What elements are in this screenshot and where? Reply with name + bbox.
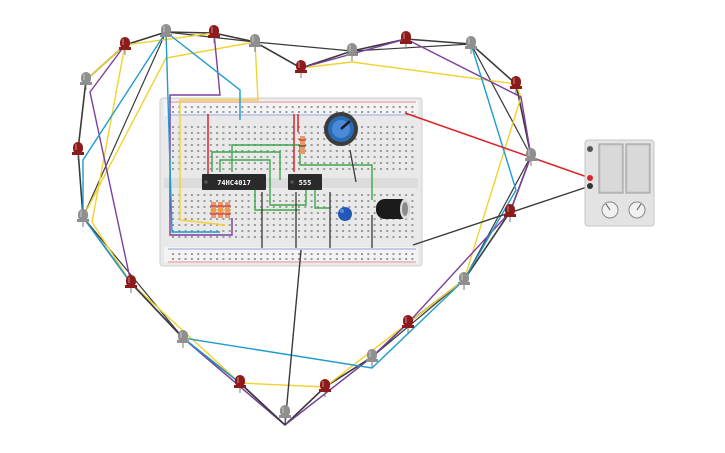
led[interactable] [295, 60, 307, 78]
resistor-array [210, 202, 231, 218]
wire-red-power [404, 112, 591, 179]
led[interactable] [319, 379, 331, 397]
timer-chip-label: 555 [299, 179, 312, 187]
power-supply[interactable] [584, 139, 655, 227]
timer-chip[interactable]: 555 [288, 174, 322, 190]
led[interactable] [72, 142, 84, 160]
board-components: 74HC4017 555 [202, 112, 410, 248]
led[interactable] [458, 272, 470, 290]
ceramic-capacitor[interactable] [338, 207, 352, 221]
psu-power-indicator [587, 146, 593, 152]
counter-chip[interactable]: 74HC4017 [202, 174, 266, 190]
top-power-rail [164, 100, 418, 116]
led[interactable] [400, 31, 412, 49]
counter-chip-label: 74HC4017 [217, 179, 251, 187]
timer-resistor [299, 136, 306, 154]
led[interactable] [125, 275, 137, 293]
led[interactable] [402, 315, 414, 333]
electrolytic-capacitor[interactable] [376, 199, 410, 219]
led[interactable] [465, 36, 477, 54]
led[interactable] [366, 349, 378, 367]
led[interactable] [208, 25, 220, 43]
led[interactable] [510, 76, 522, 94]
psu-positive-terminal[interactable] [587, 175, 593, 181]
led-group [72, 24, 537, 423]
led[interactable] [234, 375, 246, 393]
led[interactable] [177, 330, 189, 348]
led[interactable] [249, 34, 261, 52]
led[interactable] [346, 43, 358, 61]
led[interactable] [80, 72, 92, 90]
psu-negative-terminal[interactable] [587, 183, 593, 189]
wire-dark-extra [130, 185, 591, 426]
led[interactable] [160, 24, 172, 42]
led[interactable] [525, 148, 537, 166]
led[interactable] [279, 405, 291, 423]
led[interactable] [119, 37, 131, 55]
bottom-power-rail [164, 247, 418, 263]
led[interactable] [504, 204, 516, 222]
led[interactable] [77, 209, 89, 227]
potentiometer[interactable] [324, 112, 358, 146]
